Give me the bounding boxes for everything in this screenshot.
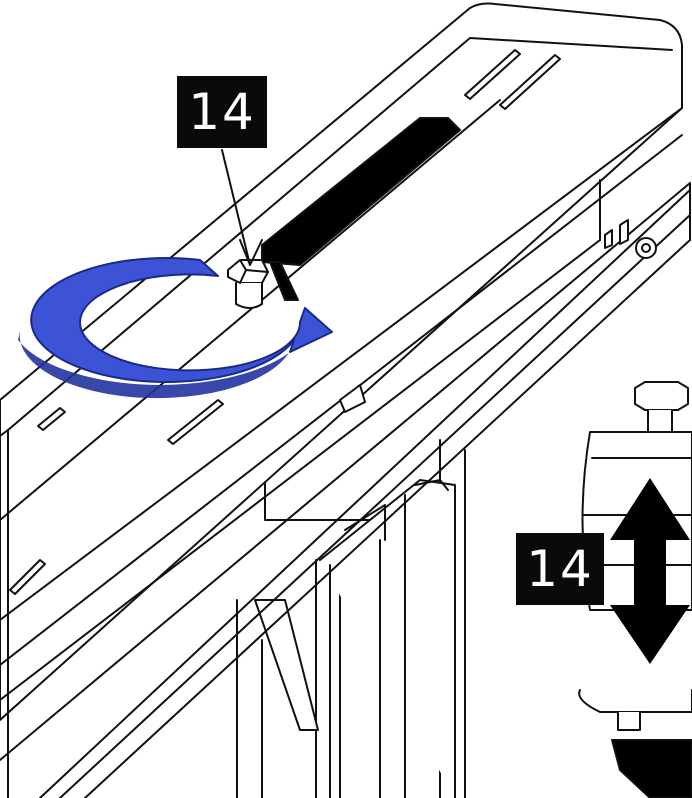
side-bracket <box>339 219 657 413</box>
lower-rail <box>0 182 691 798</box>
rotation-arrow-icon <box>18 257 333 399</box>
callout-label-height: 14 <box>516 533 604 605</box>
support-frame <box>236 439 466 798</box>
bolt <box>227 259 269 309</box>
callout-label-bolt: 14 <box>177 76 267 148</box>
leader-line <box>221 149 263 266</box>
adjust-arrow-icon <box>610 478 690 664</box>
